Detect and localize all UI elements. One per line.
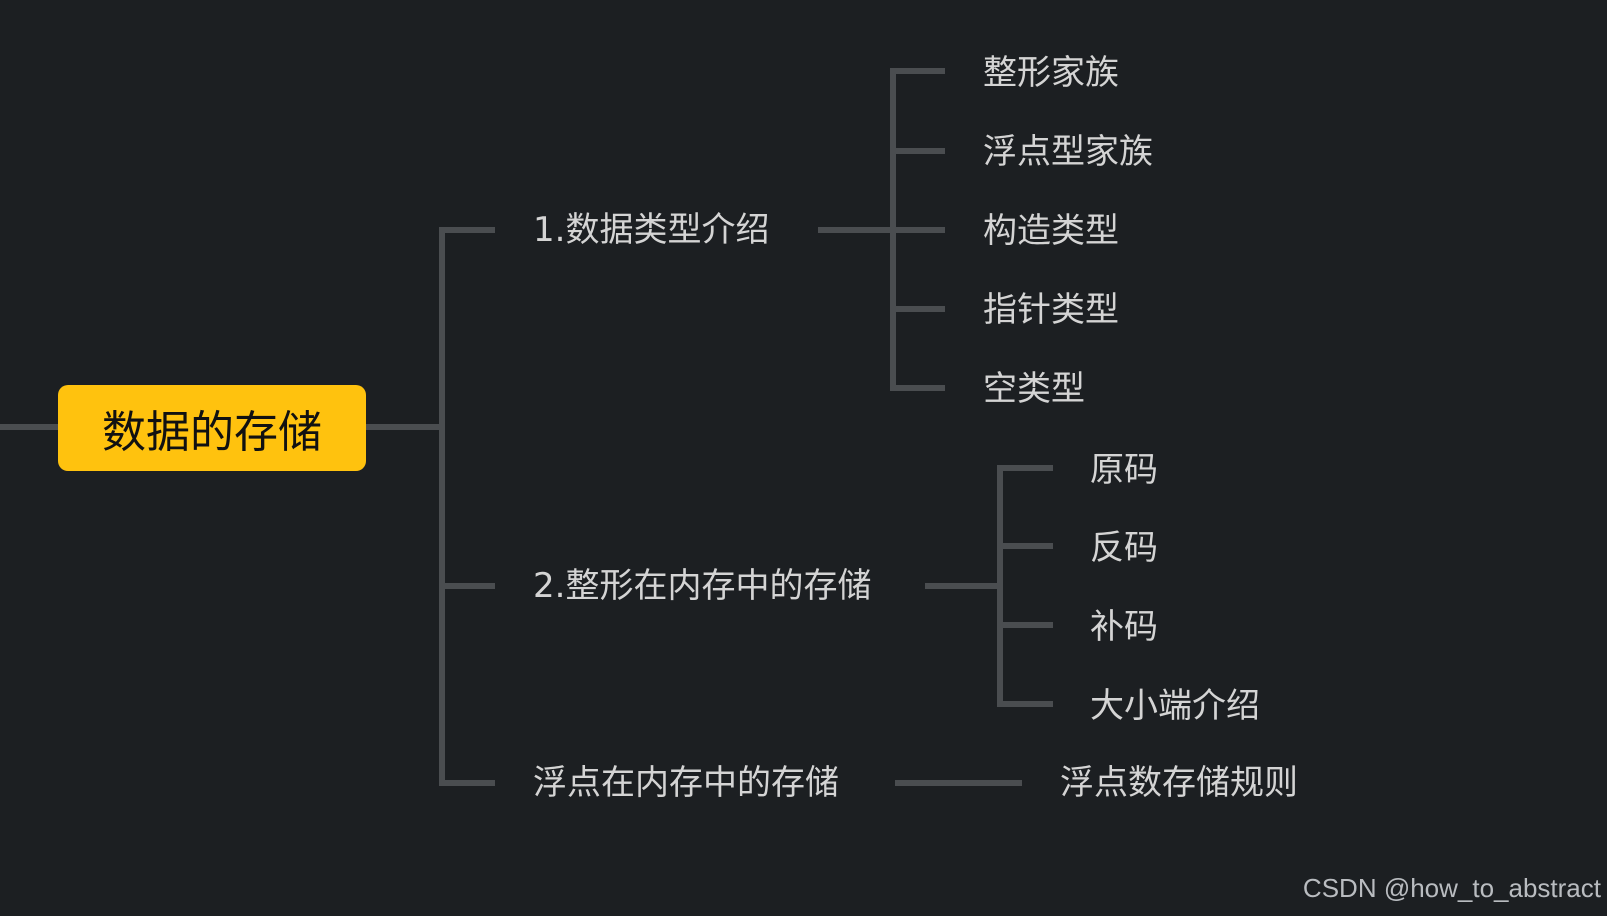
- b1-child-1-label: 整形家族: [983, 53, 1119, 93]
- b2-child-4-node[interactable]: 大小端介绍: [1090, 686, 1260, 726]
- root-node[interactable]: 数据的存储: [58, 385, 366, 471]
- b2-child-1-label: 原码: [1090, 450, 1158, 490]
- b2-child-2-node[interactable]: 反码: [1090, 528, 1158, 568]
- branch-1-label: 1.数据类型介绍: [533, 210, 770, 250]
- b3-child-1-label: 浮点数存储规则: [1060, 763, 1298, 803]
- b1-child-4-node[interactable]: 指针类型: [983, 290, 1119, 330]
- b3-child-1-node[interactable]: 浮点数存储规则: [1060, 763, 1298, 803]
- b2-child-4-label: 大小端介绍: [1090, 686, 1260, 726]
- b1-child-5-label: 空类型: [983, 369, 1085, 409]
- b1-child-3-node[interactable]: 构造类型: [983, 211, 1119, 251]
- b2-child-2-label: 反码: [1090, 528, 1158, 568]
- watermark-text: CSDN @how_to_abstract: [1302, 873, 1601, 903]
- b1-child-3-label: 构造类型: [983, 211, 1119, 251]
- b1-child-4-label: 指针类型: [983, 290, 1119, 330]
- b2-child-1-node[interactable]: 原码: [1090, 450, 1158, 490]
- branch-2-node[interactable]: 2.整形在内存中的存储: [533, 566, 871, 606]
- branch-2-label: 2.整形在内存中的存储: [533, 566, 872, 606]
- b2-child-3-node[interactable]: 补码: [1090, 607, 1158, 647]
- branch-3-label: 浮点在内存中的存储: [533, 763, 839, 803]
- branch-1-node[interactable]: 1.数据类型介绍: [533, 210, 769, 250]
- b1-child-2-label: 浮点型家族: [983, 132, 1153, 172]
- b1-child-1-node[interactable]: 整形家族: [983, 53, 1119, 93]
- branch-3-node[interactable]: 浮点在内存中的存储: [533, 763, 839, 803]
- root-label: 数据的存储: [102, 407, 322, 458]
- b1-child-5-node[interactable]: 空类型: [983, 369, 1085, 409]
- b2-child-3-label: 补码: [1090, 607, 1158, 647]
- b1-child-2-node[interactable]: 浮点型家族: [983, 132, 1153, 172]
